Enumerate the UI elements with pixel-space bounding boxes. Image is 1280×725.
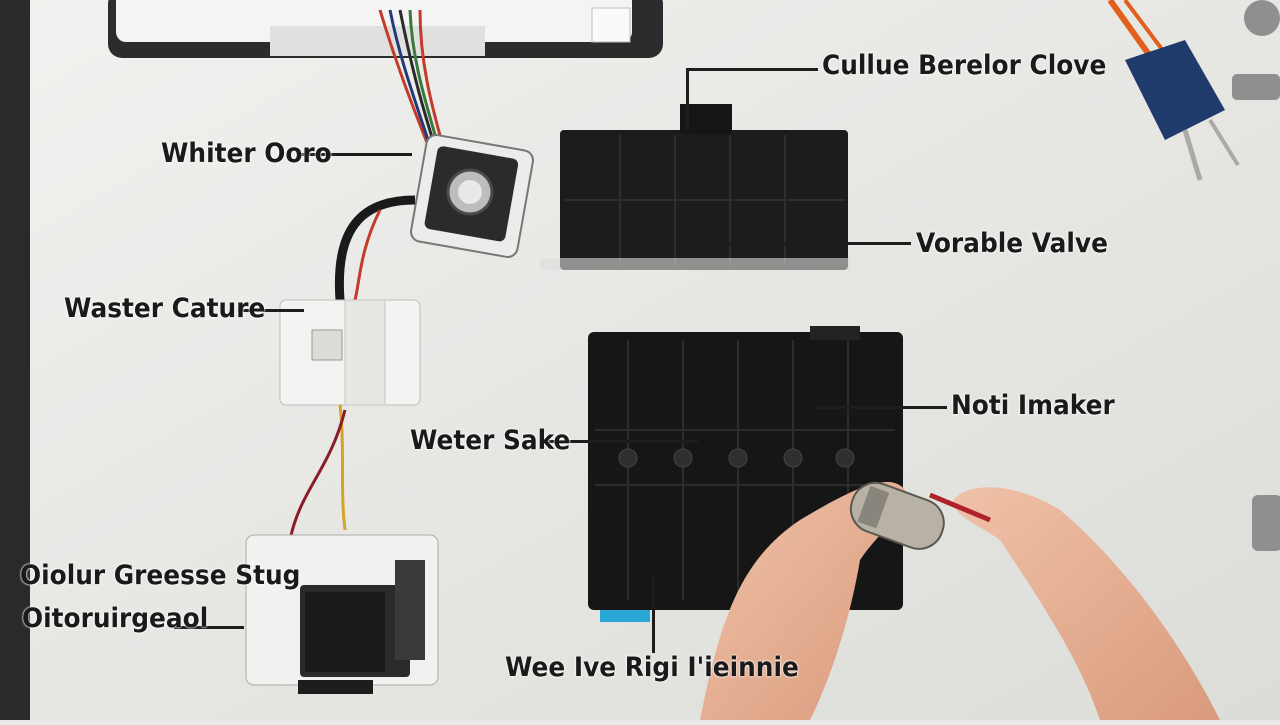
label-bottom-left-line1: Oiolur Greesse Stug bbox=[20, 560, 301, 591]
upper-black-tray bbox=[540, 104, 850, 270]
callout-line-waster-cature bbox=[238, 309, 304, 312]
label-top-right: Cullue Berelor Clove bbox=[822, 50, 1107, 81]
callout-line-top-right bbox=[686, 68, 818, 71]
callout-line-noti-imaker bbox=[815, 406, 947, 409]
small-parts bbox=[1232, 0, 1280, 551]
left-edge-shadow bbox=[0, 0, 30, 720]
solenoid-valve bbox=[245, 534, 439, 694]
valve-module bbox=[410, 134, 534, 258]
white-connector bbox=[279, 299, 421, 406]
callout-line-top-right-vertical bbox=[686, 68, 689, 130]
black-cable bbox=[334, 195, 416, 301]
red-wire bbox=[353, 209, 382, 301]
label-waster-cature: Waster Cature bbox=[64, 293, 266, 324]
label-movable-valve: Vorable Valve bbox=[916, 228, 1108, 259]
callout-line-bottom-center bbox=[652, 575, 655, 653]
maroon-wire bbox=[288, 409, 347, 541]
callout-line-bottom-left bbox=[174, 626, 244, 629]
label-bottom-left-line2: Oitoruirgeaol bbox=[22, 603, 209, 634]
hands bbox=[700, 481, 1220, 720]
callout-line-water-coro bbox=[300, 153, 412, 156]
callout-line-movable-valve bbox=[705, 242, 911, 245]
label-bottom-center: Wee Ive Rigi I'ieinnie bbox=[505, 652, 799, 683]
label-water-coro: Whiter Ooro bbox=[161, 138, 332, 169]
label-water-take: Weter Sake bbox=[410, 425, 571, 456]
label-noti-imaker: Noti Imaker bbox=[951, 390, 1115, 421]
callout-line-water-take bbox=[540, 440, 698, 443]
screwdriver bbox=[1107, 0, 1240, 181]
